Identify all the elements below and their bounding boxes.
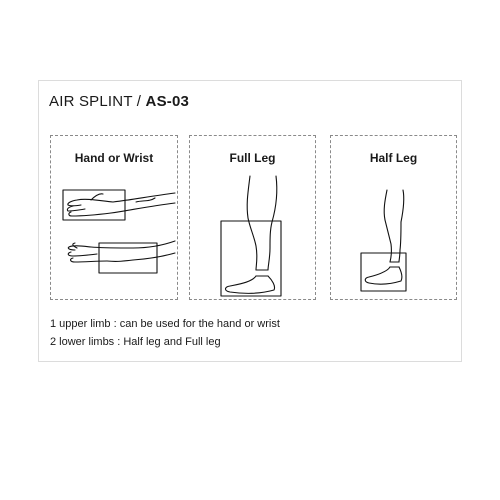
full-leg-splint-icon [220,175,282,297]
panel-title-full-leg: Full Leg [229,151,276,165]
panel-full-leg: Full Leg [189,135,316,300]
product-name: AIR SPLINT / [49,93,142,110]
product-code: AS-03 [145,93,190,110]
arm-splint-icon [62,189,176,274]
page-title: AIR SPLINT / AS-03 [49,93,189,110]
panel-title-hand-or-wrist: Hand or Wrist [74,151,154,165]
panel-title-half-leg: Half Leg [369,151,418,165]
note-upper-limb: 1 upper limb : can be used for the hand … [50,318,280,330]
half-leg-splint-icon [360,189,407,292]
note-lower-limbs: 2 lower limbs : Half leg and Full leg [50,336,221,348]
panel-hand-or-wrist: Hand or Wrist [50,135,178,300]
panel-half-leg: Half Leg [330,135,457,300]
